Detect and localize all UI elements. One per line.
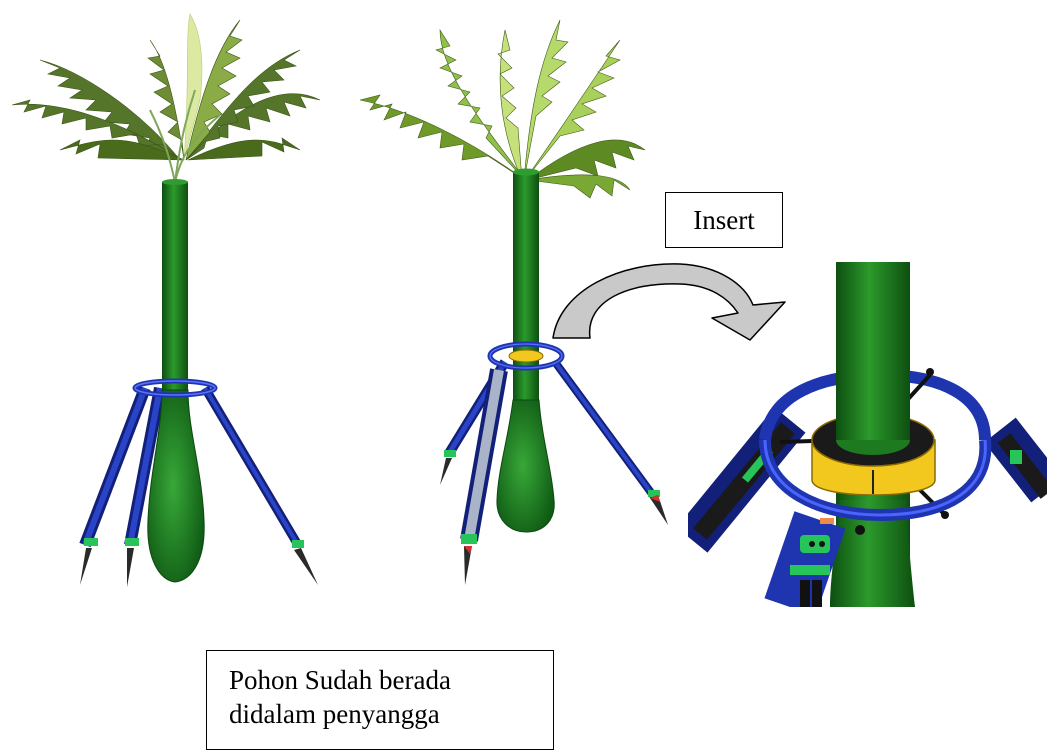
fronds-middle-plant [360, 20, 645, 198]
caption-box: Pohon Sudah berada didalam penyangga [206, 650, 554, 750]
trunk-left-plant [162, 182, 188, 392]
insert-label: Insert [665, 192, 783, 248]
fronds-left-plant [12, 14, 320, 160]
collar-middle-plant [509, 350, 543, 362]
curved-arrow-icon [553, 264, 785, 340]
root-bulb-middle-plant [497, 400, 554, 532]
caption-line-2: didalam penyangga [229, 697, 553, 731]
figure-plant-tripod [12, 14, 320, 587]
figure-plant-inserted [360, 20, 668, 585]
caption-line-1: Pohon Sudah berada [229, 663, 553, 697]
trunk-middle-plant [513, 172, 539, 417]
